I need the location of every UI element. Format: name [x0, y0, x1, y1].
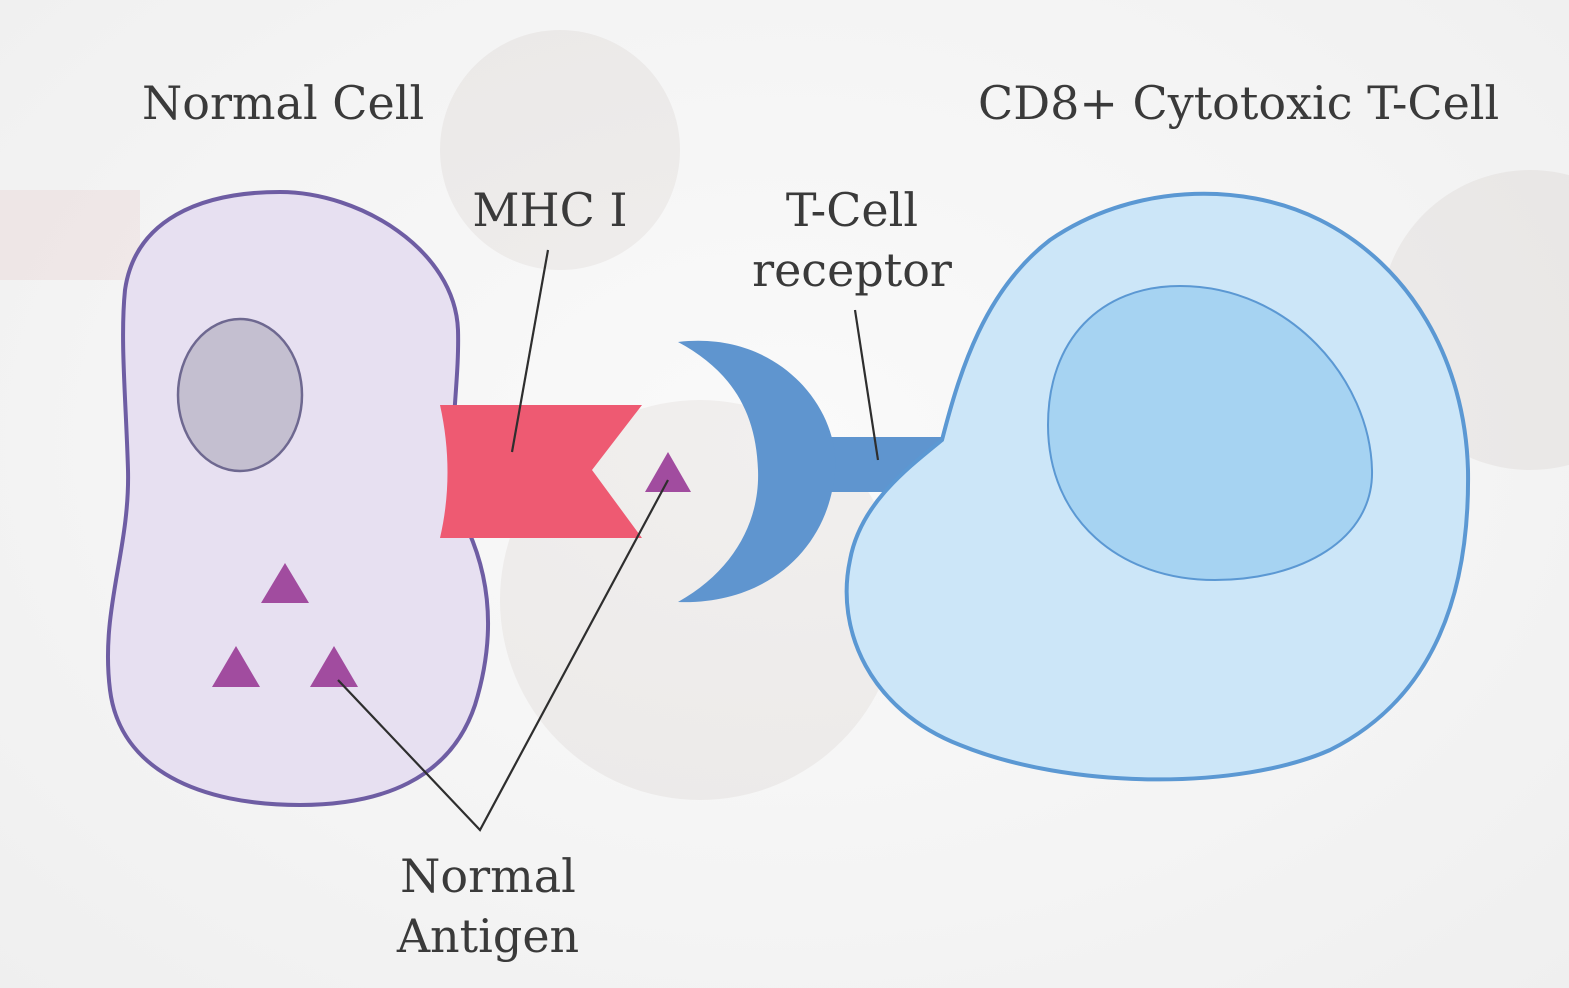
t-cell-receptor-label-line1: T-Cell — [785, 183, 919, 237]
normal-cell-body — [105, 189, 490, 808]
mhc-leader-line — [510, 249, 550, 453]
normal-cell-label: Normal Cell — [142, 76, 425, 130]
normal-antigen-label-line2: Antigen — [396, 908, 580, 963]
normal-antigen-label: Normal Antigen — [378, 846, 598, 967]
antigen-triangle — [310, 646, 358, 687]
antigen-triangle — [212, 646, 260, 687]
t-cell-receptor-label: T-Cell receptor — [742, 180, 962, 301]
t-cell-receptor — [678, 340, 836, 603]
tcr-leader-line — [853, 309, 880, 461]
leader-lines — [337, 249, 880, 832]
antigen-leader-line — [337, 479, 669, 832]
t-cell-nucleus — [1046, 284, 1374, 582]
t-cell-label: CD8+ Cytotoxic T-Cell — [978, 76, 1500, 130]
presented-antigen-triangle — [645, 452, 691, 492]
mhc-i-label: MHC I — [472, 183, 628, 237]
t-cell-receptor-label-line2: receptor — [752, 242, 952, 297]
normal-antigen-label-line1: Normal — [400, 849, 576, 903]
normal-cell-nucleus — [176, 317, 304, 473]
antigen-triangle — [261, 563, 309, 603]
mhc-i-molecule — [440, 405, 642, 538]
